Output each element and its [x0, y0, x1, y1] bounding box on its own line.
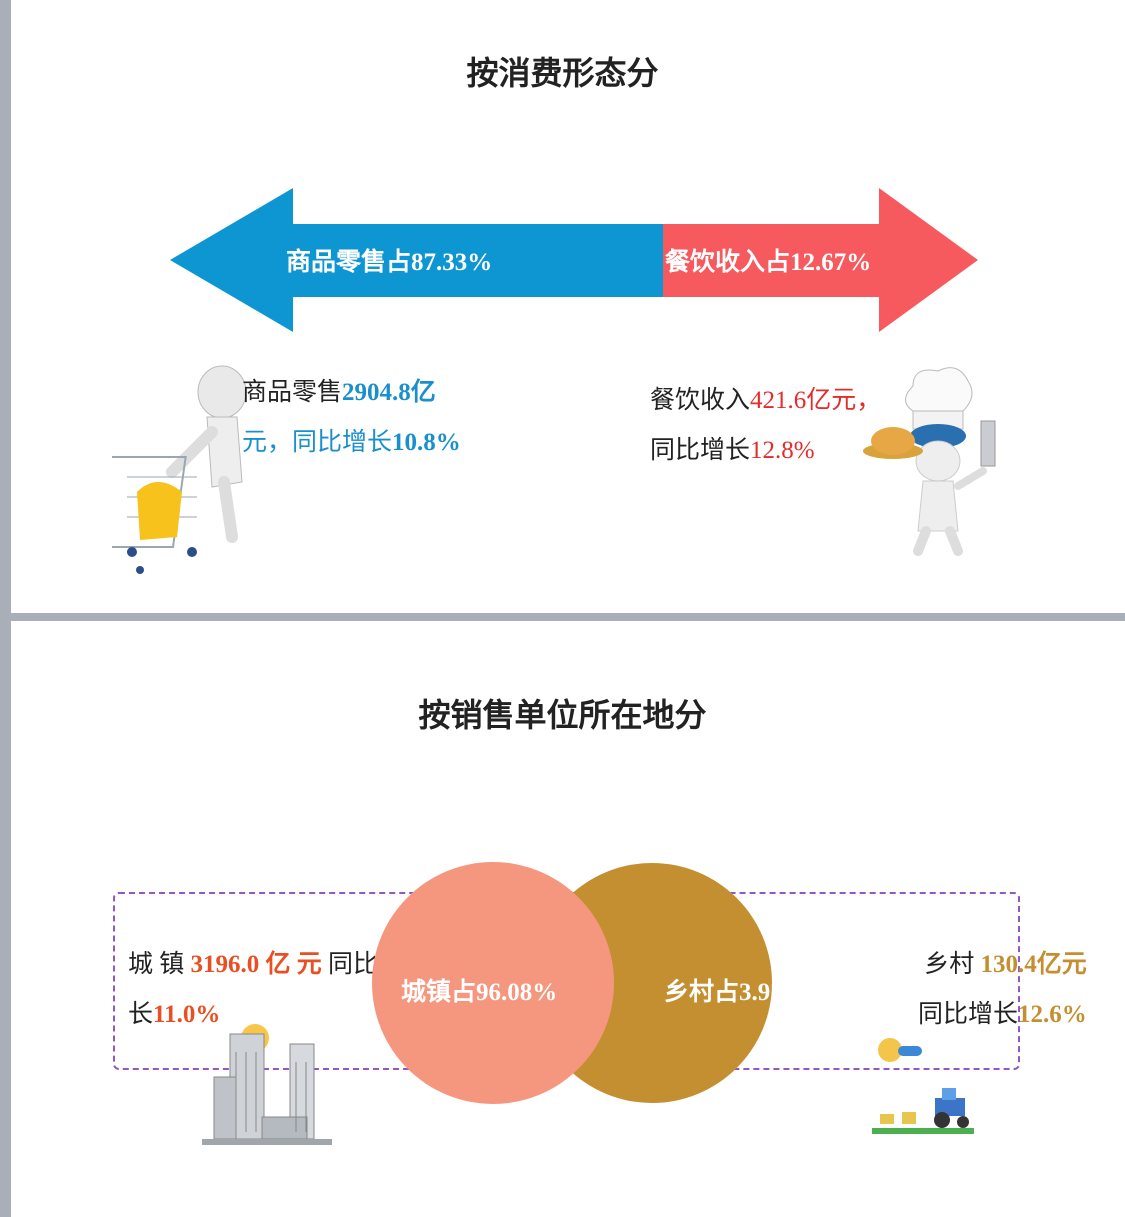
urban-stat: 城 镇 3196.0 亿 元 同比增 长11.0% [128, 951, 404, 1028]
catering-stat: 餐饮收入421.6亿元， 同比增长12.8% [650, 387, 882, 464]
rural-label-clip: 乡村占3.92% [614, 960, 772, 1020]
retail-stat: 商品零售2904.8亿 元，同比增长10.8% [242, 379, 461, 456]
section-divider [11, 613, 1125, 621]
rural-stat: 乡村 130.4亿元 同比增长12.6% [918, 951, 1087, 1028]
left-rail [0, 0, 11, 1217]
chef-figure-icon [863, 367, 996, 556]
catering-share-label: 餐饮收入占12.67% [665, 249, 872, 276]
consumption-title: 按消费形态分 [466, 54, 659, 92]
catering-arrow [663, 188, 978, 332]
double-arrow [170, 188, 978, 332]
rural-share-label: 乡村占3.92% [664, 979, 772, 1006]
shopping-cart-figure-icon [112, 365, 247, 574]
retail-share-label: 商品零售占87.33% [286, 249, 493, 276]
location-title: 按销售单位所在地分 [418, 696, 707, 734]
retail-arrow [170, 188, 663, 332]
tractor-farm-icon [872, 1038, 974, 1134]
urban-share-label: 城镇占96.08% [401, 979, 558, 1006]
city-buildings-icon [202, 1024, 332, 1145]
urban-circle [372, 862, 614, 1104]
